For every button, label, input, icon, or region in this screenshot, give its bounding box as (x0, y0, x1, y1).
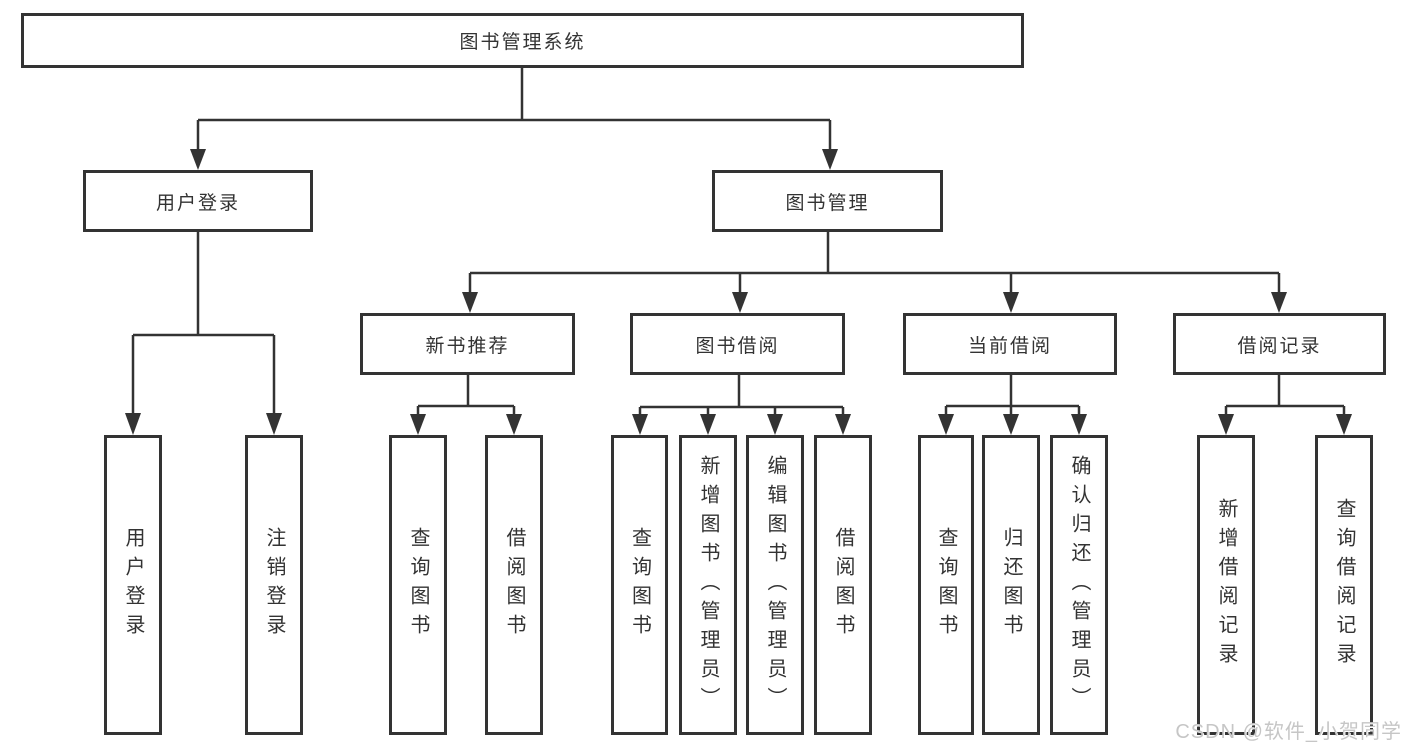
node-book-borrow-label: 图书借阅 (695, 335, 780, 357)
leaf-nb-borrow-book: 借阅图书 (485, 435, 543, 735)
leaf-cb-query-book-label: 查询图书 (935, 527, 957, 643)
node-root: 图书管理系统 (21, 13, 1024, 68)
leaf-bb-borrow-book-label: 借阅图书 (832, 527, 854, 643)
node-user-login: 用户登录 (83, 170, 313, 232)
leaf-br-query-record: 查询借阅记录 (1315, 435, 1373, 735)
node-user-login-label: 用户登录 (155, 192, 240, 214)
node-borrow-records-label: 借阅记录 (1237, 335, 1322, 357)
leaf-logout: 注销登录 (245, 435, 303, 735)
node-book-management: 图书管理 (712, 170, 943, 232)
leaf-logout-label: 注销登录 (263, 527, 285, 643)
leaf-nb-borrow-book-label: 借阅图书 (503, 527, 525, 643)
node-book-borrow: 图书借阅 (630, 313, 845, 375)
leaf-bb-query-book: 查询图书 (611, 435, 668, 735)
leaf-cb-return-book: 归还图书 (982, 435, 1040, 735)
leaf-cb-return-book-label: 归还图书 (1000, 527, 1022, 643)
leaf-br-query-record-label: 查询借阅记录 (1333, 498, 1355, 672)
node-current-borrow: 当前借阅 (903, 313, 1117, 375)
node-new-book-recommend-label: 新书推荐 (425, 335, 510, 357)
leaf-user-login: 用户登录 (104, 435, 162, 735)
node-book-management-label: 图书管理 (785, 192, 870, 214)
leaf-br-add-record: 新增借阅记录 (1197, 435, 1255, 735)
leaf-bb-edit-book-admin: 编辑图书（管理员） (746, 435, 804, 735)
leaf-user-login-label: 用户登录 (122, 527, 144, 643)
leaf-nb-query-book: 查询图书 (389, 435, 447, 735)
leaf-br-add-record-label: 新增借阅记录 (1215, 498, 1237, 672)
leaf-cb-confirm-return-admin-label: 确认归还（管理员） (1068, 454, 1090, 716)
leaf-bb-borrow-book: 借阅图书 (814, 435, 872, 735)
leaf-nb-query-book-label: 查询图书 (407, 527, 429, 643)
leaf-cb-query-book: 查询图书 (918, 435, 974, 735)
leaf-bb-add-book-admin: 新增图书（管理员） (679, 435, 737, 735)
leaf-cb-confirm-return-admin: 确认归还（管理员） (1050, 435, 1108, 735)
leaf-bb-edit-book-admin-label: 编辑图书（管理员） (764, 454, 786, 716)
leaf-bb-query-book-label: 查询图书 (628, 527, 651, 643)
node-current-borrow-label: 当前借阅 (967, 335, 1052, 357)
watermark: CSDN @软件_小贺同学 (1175, 721, 1402, 743)
node-borrow-records: 借阅记录 (1173, 313, 1386, 375)
leaf-bb-add-book-admin-label: 新增图书（管理员） (697, 454, 719, 716)
node-root-label: 图书管理系统 (459, 32, 586, 53)
node-new-book-recommend: 新书推荐 (360, 313, 575, 375)
